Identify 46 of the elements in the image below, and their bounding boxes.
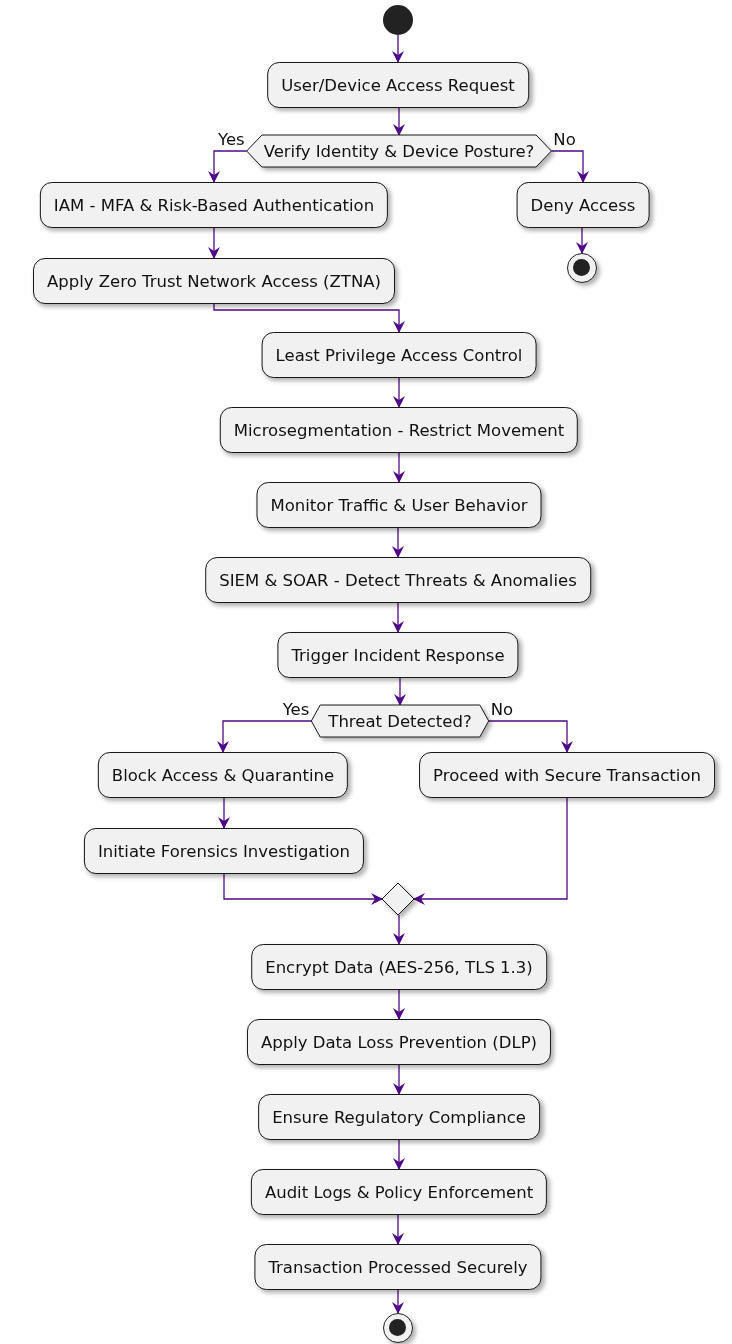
arrow xyxy=(392,1214,404,1245)
end-ring xyxy=(567,253,597,283)
activity-box: Block Access & Quarantine xyxy=(97,752,349,798)
decision-hexagon: Threat Detected? xyxy=(311,705,489,737)
end-ring xyxy=(383,1313,413,1343)
activity-box: Microsegmentation - Restrict Movement xyxy=(219,407,579,453)
arrow xyxy=(217,720,312,753)
arrow xyxy=(393,914,405,945)
arrow xyxy=(392,527,404,558)
arrow xyxy=(392,1289,404,1314)
activity-box: Initiate Forensics Investigation xyxy=(83,828,365,874)
arrow xyxy=(488,720,573,753)
arrow xyxy=(393,1139,405,1170)
arrow xyxy=(394,677,406,706)
arrow xyxy=(392,602,404,633)
merge-diamond xyxy=(382,883,414,915)
arrow xyxy=(393,107,405,136)
arrow xyxy=(213,303,405,333)
arrow xyxy=(208,227,220,259)
arrow xyxy=(223,873,383,905)
activity-box: Monitor Traffic & User Behavior xyxy=(256,482,542,528)
arrow xyxy=(393,1064,405,1095)
activity-box: Deny Access xyxy=(516,182,650,228)
activity-box: Trigger Incident Response xyxy=(277,632,519,678)
activity-box: Proceed with Secure Transaction xyxy=(419,752,715,798)
activity-box: User/Device Access Request xyxy=(267,62,529,108)
arrow xyxy=(576,227,588,254)
activity-box: Least Privilege Access Control xyxy=(261,332,537,378)
activity-box: Apply Data Loss Prevention (DLP) xyxy=(246,1019,552,1065)
arrow xyxy=(393,452,405,483)
decision-hexagon: Verify Identity & Device Posture? xyxy=(246,135,552,167)
activity-box: Apply Zero Trust Network Access (ZTNA) xyxy=(33,258,395,304)
start-dot xyxy=(383,5,413,35)
activity-box: Transaction Processed Securely xyxy=(254,1244,542,1290)
activity-box: IAM - MFA & Risk-Based Authentication xyxy=(39,182,389,228)
arrow xyxy=(218,797,230,829)
arrow xyxy=(413,797,568,905)
activity-box: SIEM & SOAR - Detect Threats & Anomalies xyxy=(205,557,591,603)
arrow xyxy=(393,989,405,1020)
arrow xyxy=(392,34,404,63)
arrow xyxy=(393,377,405,408)
arrow xyxy=(208,150,248,183)
activity-box: Ensure Regulatory Compliance xyxy=(258,1094,540,1140)
activity-box: Audit Logs & Policy Enforcement xyxy=(250,1169,548,1215)
arrow xyxy=(550,150,589,183)
activity-box: Encrypt Data (AES-256, TLS 1.3) xyxy=(251,944,547,990)
